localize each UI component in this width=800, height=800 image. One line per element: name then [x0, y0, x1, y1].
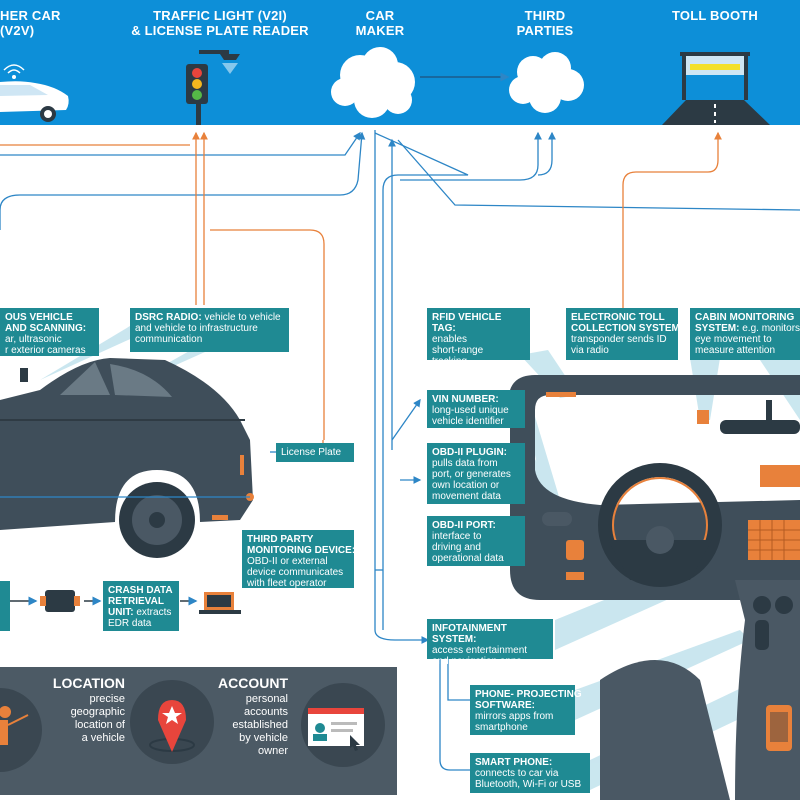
- traffic-light-icon: [186, 50, 240, 125]
- orange-connectors: [0, 131, 722, 450]
- phone-projecting-box: PHONE- PROJECTING SOFTWARE: mirrors apps…: [470, 685, 582, 735]
- car-side-view: [0, 358, 254, 558]
- infotainment-title: INFOTAINMENT SYSTEM:: [432, 623, 507, 645]
- third-party-device-title: THIRD PARTY MONITORING DEVICE:: [247, 534, 356, 556]
- person-icon: [0, 688, 42, 772]
- smart-phone-title: SMART PHONE:: [475, 757, 553, 768]
- crash-data-content: CRASH DATA RETRIEVAL UNIT: extracts EDR …: [108, 585, 174, 629]
- obd-port-text: interface to driving and operational dat…: [432, 531, 504, 564]
- smart-phone-text: connects to car via Bluetooth, Wi-Fi or …: [475, 768, 582, 790]
- location-text: precise geographic location of a vehicle: [70, 693, 125, 744]
- phone-projecting-title: PHONE- PROJECTING SOFTWARE:: [475, 689, 582, 711]
- location-title: LOCATION: [52, 675, 125, 691]
- crash-data-box: CRASH DATA RETRIEVAL UNIT: extracts EDR …: [103, 581, 179, 631]
- electronic-toll-title: ELECTRONIC TOLL COLLECTION SYSTEM:: [571, 312, 684, 334]
- autonomous-vehicle-text: ar, ultrasonic r exterior cameras: [5, 334, 86, 356]
- infotainment-box: INFOTAINMENT SYSTEM: access entertainmen…: [427, 619, 553, 667]
- obd-plugin-title: OBD-II PLUGIN:: [432, 447, 507, 458]
- location-pin-icon: [130, 680, 214, 764]
- header-traffic-light: TRAFFIC LIGHT (V2I) & LICENSE PLATE READ…: [131, 8, 309, 38]
- header-third-parties: THIRD PARTIES: [516, 8, 574, 38]
- rfid-tag-box: RFID VEHICLE TAG: enables short-range tr…: [427, 308, 530, 367]
- vin-number-box: VIN NUMBER: long-used unique vehicle ide…: [427, 390, 525, 428]
- header-other-car: HER CAR (V2V): [0, 8, 61, 38]
- rfid-tag-title: RFID VEHICLE TAG:: [432, 312, 502, 334]
- obd-port-box: OBD-II PORT: interface to driving and op…: [427, 516, 525, 566]
- account-browser-icon: [301, 683, 385, 767]
- dsrc-radio-content: DSRC RADIO: vehicle to vehicle and vehic…: [135, 312, 284, 345]
- third-party-device-text: OBD-II or external device communicates w…: [247, 556, 344, 589]
- license-plate-box: License Plate: [276, 443, 354, 462]
- electronic-toll-text: transponder sends ID via radio: [571, 334, 667, 356]
- header-car-maker: CAR MAKER: [355, 8, 405, 38]
- dsrc-radio-text: vehicle to vehicle and vehicle to infras…: [135, 312, 281, 345]
- cabin-monitoring-title: CABIN MONITORING SYSTEM:: [695, 312, 795, 334]
- crash-unit-icon: [40, 590, 80, 612]
- autonomous-vehicle-box: OUS VEHICLE AND SCANNING: ar, ultrasonic…: [0, 308, 99, 356]
- license-plate-text: License Plate: [281, 447, 342, 458]
- electronic-toll-box: ELECTRONIC TOLL COLLECTION SYSTEM: trans…: [566, 308, 684, 360]
- third-parties-cloud-icon: [509, 52, 584, 113]
- obd-port-title: OBD-II PORT:: [432, 520, 496, 531]
- laptop-icon: [199, 592, 241, 614]
- phone-projecting-text: mirrors apps from smartphone: [475, 711, 554, 733]
- cabin-monitoring-content: CABIN MONITORING SYSTEM: e.g. monitors e…: [695, 312, 800, 356]
- account-text: personal accounts established by vehicle…: [232, 693, 288, 757]
- toll-booth-icon: [662, 52, 770, 125]
- autonomous-vehicle-title: OUS VEHICLE AND SCANNING:: [5, 312, 87, 334]
- vin-number-title: VIN NUMBER:: [432, 394, 499, 405]
- infotainment-text: access entertainment and navigation apps: [432, 645, 528, 667]
- crash-data-text: extracts EDR data: [108, 607, 172, 629]
- car-maker-cloud-icon: [331, 47, 415, 118]
- header-toll-booth: TOLL BOOTH: [671, 8, 759, 23]
- account-title: ACCOUNT: [218, 675, 288, 691]
- blue-connectors: [0, 130, 800, 771]
- dsrc-radio-title: DSRC RADIO:: [135, 312, 202, 323]
- obd-plugin-box: OBD-II PLUGIN: pulls data from port, or …: [427, 443, 525, 504]
- cabin-monitoring-text: e.g. monitors eye movement to measure at…: [695, 323, 800, 356]
- dsrc-radio-box: DSRC RADIO: vehicle to vehicle and vehic…: [130, 308, 289, 352]
- third-party-device-box: THIRD PARTY MONITORING DEVICE: OBD-II or…: [242, 530, 356, 589]
- smart-phone-box: SMART PHONE: connects to car via Bluetoo…: [470, 753, 590, 793]
- other-car-icon: [0, 64, 69, 122]
- cabin-monitoring-box: CABIN MONITORING SYSTEM: e.g. monitors e…: [690, 308, 800, 360]
- vin-number-text: long-used unique vehicle identifier: [432, 405, 509, 427]
- car-interior: [510, 375, 800, 800]
- crash-left-stub: [0, 581, 10, 631]
- obd-plugin-text: pulls data from port, or generates own l…: [432, 458, 511, 502]
- crash-data-title: CRASH DATA RETRIEVAL UNIT:: [108, 585, 173, 618]
- rfid-tag-text: enables short-range tracking: [432, 334, 484, 367]
